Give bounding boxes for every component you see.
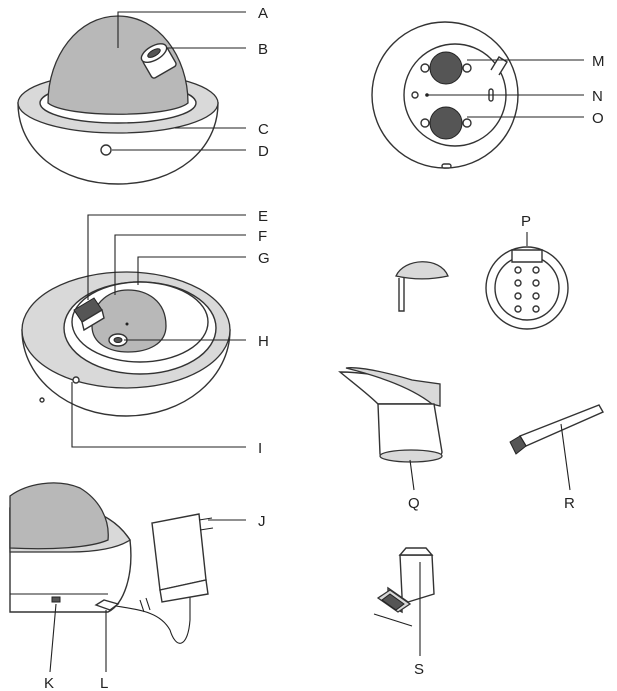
diffuser-open-top — [21, 271, 231, 417]
label-o: O — [592, 110, 604, 127]
label-p: P — [521, 213, 531, 230]
component-s — [373, 547, 435, 627]
cleaning-brush — [509, 404, 604, 455]
label-i: I — [258, 440, 262, 457]
label-h: H — [258, 333, 269, 350]
label-e: E — [258, 208, 268, 225]
label-a: A — [258, 5, 268, 22]
label-m: M — [592, 53, 605, 70]
label-g: G — [258, 250, 270, 267]
cap-part — [395, 261, 449, 312]
label-l: L — [100, 675, 108, 691]
diffuser-side-with-adapter — [9, 482, 214, 644]
label-c: C — [258, 121, 269, 138]
label-n: N — [592, 88, 603, 105]
label-d: D — [258, 143, 269, 160]
label-r: R — [564, 495, 575, 512]
label-q: Q — [408, 495, 420, 512]
callout-labels: A B C D E F G H I J K L M N O P Q R S — [44, 5, 605, 691]
label-b: B — [258, 41, 268, 58]
leader-lines — [49, 11, 584, 673]
label-k: K — [44, 675, 54, 691]
label-s: S — [414, 661, 424, 678]
component-p-top — [485, 246, 569, 330]
measuring-cup — [338, 367, 443, 463]
label-f: F — [258, 228, 267, 245]
diffuser-assembled — [17, 15, 219, 185]
label-j: J — [258, 513, 266, 530]
